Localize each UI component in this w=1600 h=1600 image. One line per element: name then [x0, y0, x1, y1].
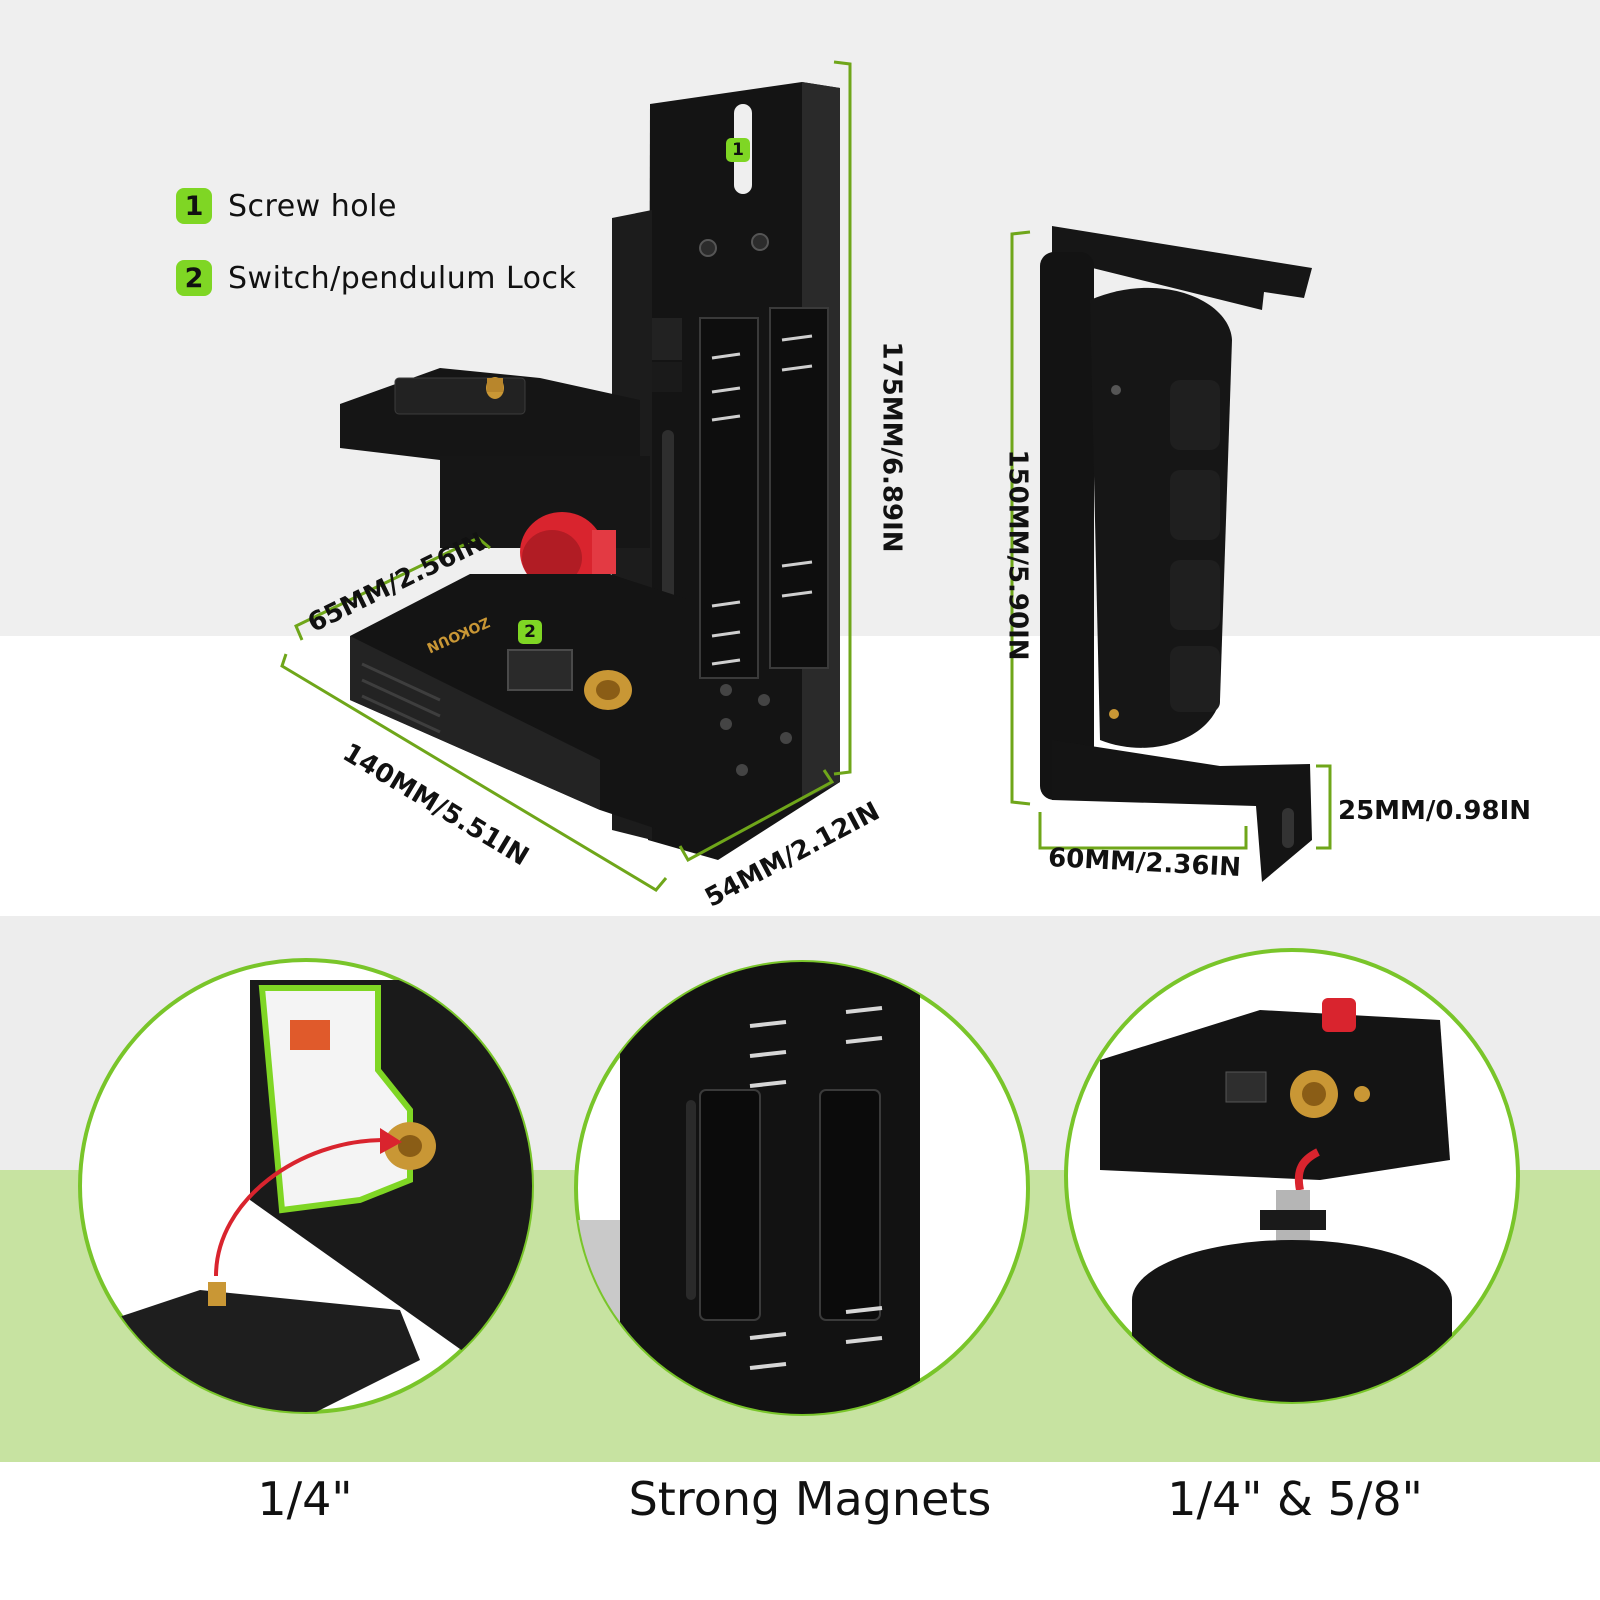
caption-strong-magnets: Strong Magnets	[628, 1472, 992, 1526]
side-bracket	[1040, 226, 1312, 882]
detail-circle-mount	[78, 958, 534, 1414]
dimension-height-side: 150MM/5.90IN	[1002, 449, 1033, 661]
main-bracket: ZOKOUN	[340, 82, 840, 860]
caption-quarter-inch: 1/4"	[257, 1472, 353, 1526]
caption-background	[0, 1462, 1600, 1600]
legend-badge: 2	[176, 260, 212, 296]
dimension-foot-side: 25MM/0.98IN	[1338, 796, 1532, 826]
marker-screw-hole: 1	[726, 138, 750, 162]
red-knob	[520, 512, 616, 592]
main-dimension-lines	[280, 60, 852, 892]
side-dimension-lines	[1010, 230, 1332, 850]
marker-pendulum-lock: 2	[518, 620, 542, 644]
legend-label: Switch/pendulum Lock	[228, 260, 577, 296]
dimension-height-main: 175MM/6.89IN	[876, 341, 907, 553]
caption-thread-sizes: 1/4" & 5/8"	[1167, 1472, 1423, 1526]
legend-item-screw-hole: 1 Screw hole	[176, 188, 397, 224]
legend-label: Screw hole	[228, 188, 397, 224]
detail-circle-tripod	[1064, 948, 1520, 1404]
legend-badge: 1	[176, 188, 212, 224]
detail-circle-magnets	[574, 960, 1030, 1416]
legend-item-pendulum-lock: 2 Switch/pendulum Lock	[176, 260, 576, 296]
